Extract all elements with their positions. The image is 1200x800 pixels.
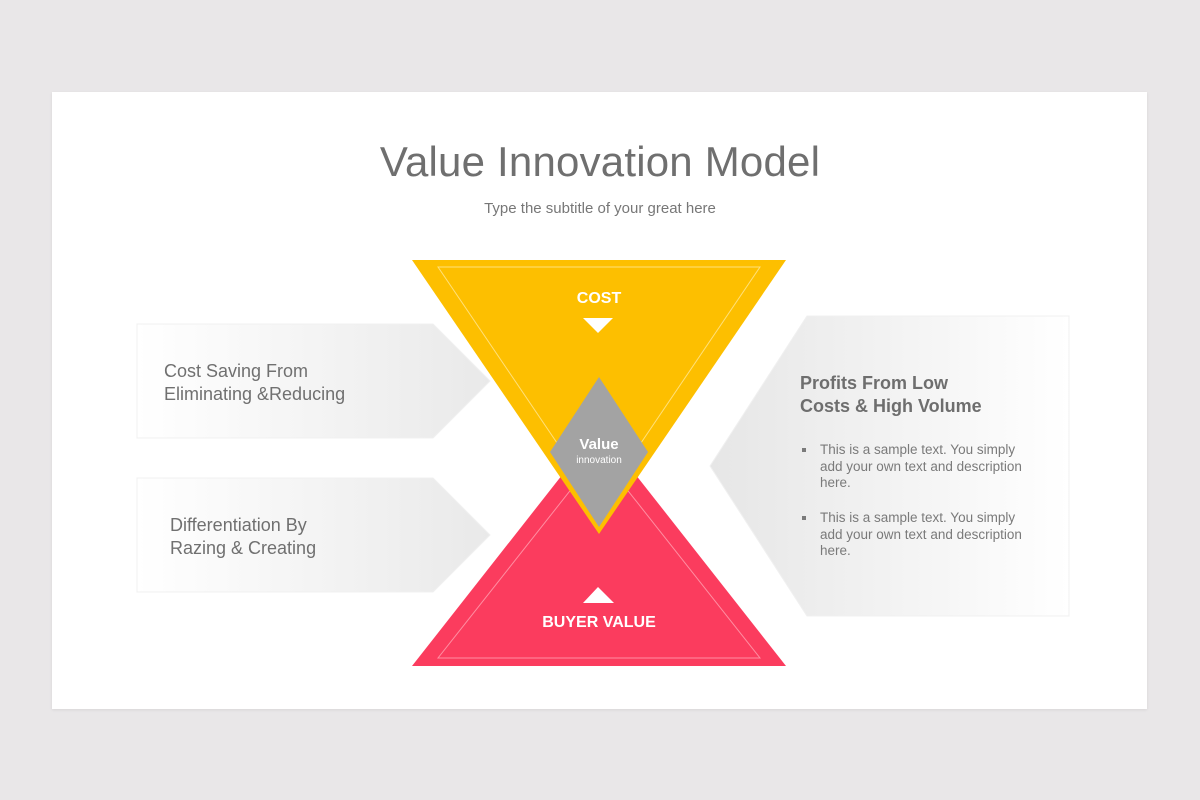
down-arrow-icon [583,318,613,333]
left-arrow-panel-2 [136,477,491,593]
bullet-icon [802,516,806,520]
bullet-icon [802,448,806,452]
bullet-2-line2: add your own text and description [820,526,1022,542]
left-arrow-panel-1 [136,323,491,439]
slide-subtitle: Type the subtitle of your great here [484,200,716,217]
up-arrow-icon [583,587,614,603]
left-arrow-1-text: Cost Saving From Eliminating &Reducing [164,360,345,406]
value-innovation-diamond [550,377,648,527]
buyer-value-label: BUYER VALUE [542,614,656,631]
bullet-1-line1: This is a sample text. You simply [820,442,1016,457]
innovation-label: innovation [576,455,622,466]
buyer-value-triangle [412,428,786,666]
right-panel-bullet-2: This is a sample text. You simply add yo… [820,510,1050,560]
left-arrow-1-line2: Eliminating &Reducing [164,384,346,404]
value-label: Value [579,436,619,453]
bullet-1-line2: add your own text and description [820,458,1022,474]
bullet-2-line3: here. [820,543,851,558]
right-panel-shape [709,315,1070,617]
bullet-1-line3: here. [820,475,851,490]
cost-label: COST [576,290,622,307]
right-panel-title: Profits From Low Costs & High Volume [800,372,1040,418]
left-arrow-2-text: Differentiation By Razing & Creating [170,514,316,560]
slide-title: Value Innovation Model [379,138,821,185]
cost-triangle-outline [437,266,761,506]
bullet-2-line1: This is a sample text. You simply [820,510,1016,525]
left-arrow-2-line2: Razing & Creating [170,538,317,558]
left-arrow-2-line1: Differentiation By [170,515,307,535]
buyer-value-triangle-outline [436,453,762,659]
right-panel-title-line1: Profits From Low [800,373,948,393]
left-arrow-1-line1: Cost Saving From [164,361,309,381]
right-panel-bullet-1: This is a sample text. You simply add yo… [820,442,1050,492]
right-panel-title-line2: Costs & High Volume [800,396,982,416]
